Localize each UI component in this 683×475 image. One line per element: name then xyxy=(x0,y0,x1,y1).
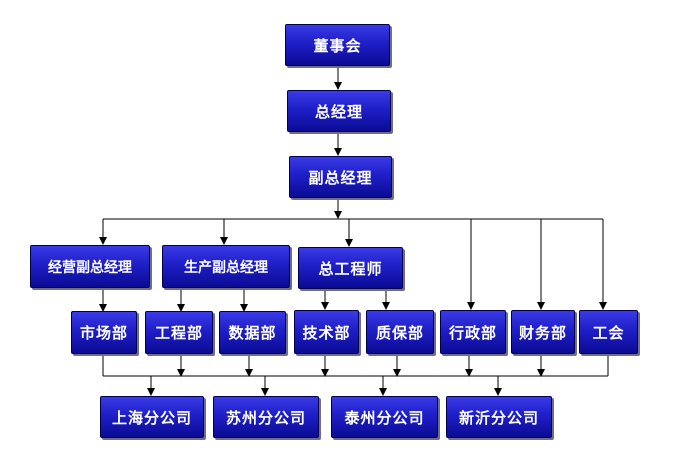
finance-dept-node: 财务部 xyxy=(511,310,575,354)
biz-deputy-gm-node: 经营副总经理 xyxy=(30,245,150,288)
eng-dept-node: 工程部 xyxy=(145,311,213,354)
taizhou-branch-node: 泰州分公司 xyxy=(331,396,438,438)
gm-node: 总经理 xyxy=(287,90,391,132)
tech-dept-node: 技术部 xyxy=(294,310,359,354)
admin-dept-node: 行政部 xyxy=(440,310,506,354)
xinyi-branch-node: 新沂分公司 xyxy=(446,396,552,438)
suzhou-branch-node: 苏州分公司 xyxy=(213,396,319,438)
data-dept-node: 数据部 xyxy=(219,311,286,354)
shanghai-branch-node: 上海分公司 xyxy=(100,396,204,438)
prod-deputy-gm-node: 生产副总经理 xyxy=(162,245,290,288)
market-dept-node: 市场部 xyxy=(71,311,137,354)
deputy-gm-node: 副总经理 xyxy=(289,156,392,198)
union-node: 工会 xyxy=(579,310,638,354)
board-node: 董事会 xyxy=(285,24,390,66)
chief-engineer-node: 总工程师 xyxy=(298,247,403,289)
qa-dept-node: 质保部 xyxy=(366,310,434,354)
